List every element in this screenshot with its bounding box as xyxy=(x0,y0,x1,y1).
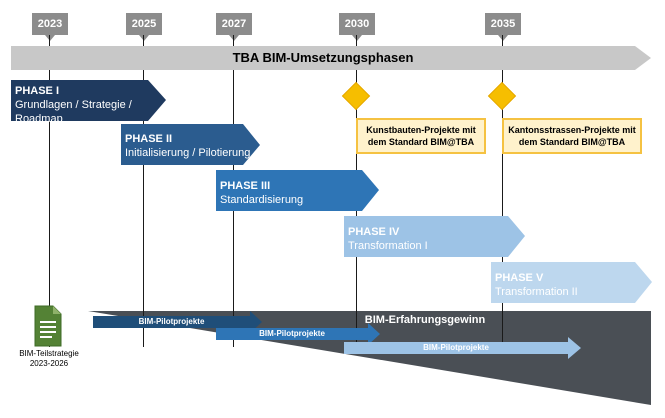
phase-1-subtitle: Grundlagen / Strategie / Roadmap xyxy=(15,99,132,125)
phase-5-title: PHASE V xyxy=(495,272,544,284)
phase-2: PHASE II Initialisierung / Pilotierung xyxy=(121,128,251,165)
pilot-arrow-2 xyxy=(216,323,380,345)
timeline-arrow xyxy=(11,46,651,70)
year-marker-2035: 2035 xyxy=(485,13,521,41)
milestone-2030-box: Kunstbauten-Projekte mit dem Standard BI… xyxy=(356,118,486,154)
year-marker-2025: 2025 xyxy=(126,13,162,41)
phase-5-subtitle: Transformation II xyxy=(495,286,578,298)
pilot-arrow-3 xyxy=(344,337,581,359)
timeline-title: TBA BIM-Umsetzungsphasen xyxy=(232,50,414,65)
phase-3-arrow xyxy=(216,170,379,211)
phase-3-title: PHASE III xyxy=(220,180,271,192)
wedge-label: BIM-Erfahrungsgewinn xyxy=(364,314,486,326)
phase-3-subtitle: Standardisierung xyxy=(220,194,304,206)
milestone-2035-text: Kantonsstrassen-Projekte mit dem Standar… xyxy=(508,125,636,147)
milestone-2035-box: Kantonsstrassen-Projekte mit dem Standar… xyxy=(502,118,642,154)
pilot-label-3: BIM-Pilotprojekte xyxy=(423,343,489,352)
pilot-arrow-1 xyxy=(93,311,262,333)
year-marker-2030: 2030 xyxy=(339,13,375,41)
phase-2-arrow xyxy=(121,124,260,165)
phase-2-subtitle: Initialisierung / Pilotierung xyxy=(125,147,251,159)
year-marker-2023: 2023 xyxy=(32,13,68,41)
pilot-label-2: BIM-Pilotprojekte xyxy=(259,329,325,338)
phase-5: PHASE V Transformation II xyxy=(491,267,641,303)
phase-2-title: PHASE II xyxy=(125,133,173,145)
phase-3: PHASE III Standardisierung xyxy=(216,175,366,211)
phase-5-arrow xyxy=(491,262,652,303)
phase-4: PHASE IV Transformation I xyxy=(344,221,504,257)
year-line-2023 xyxy=(49,35,50,347)
phase-1: PHASE I Grundlagen / Strategie / Roadmap xyxy=(11,80,151,125)
pilot-label-1: BIM-Pilotprojekte xyxy=(138,317,205,326)
phase-4-arrow xyxy=(344,216,525,257)
phase-4-subtitle: Transformation I xyxy=(348,240,428,252)
year-marker-2027: 2027 xyxy=(216,13,252,41)
document-icon xyxy=(34,305,62,347)
document-label: BIM-Teilstrategie 2023-2026 xyxy=(19,349,79,368)
phase-1-arrow xyxy=(11,80,166,121)
year-line-2035 xyxy=(502,35,503,347)
year-line-2025 xyxy=(143,35,144,347)
phase-1-title: PHASE I xyxy=(15,85,60,97)
phase-arrows xyxy=(11,80,652,303)
phase-4-title: PHASE IV xyxy=(348,226,400,238)
milestone-2030-text: Kunstbauten-Projekte mit dem Standard BI… xyxy=(366,125,476,147)
